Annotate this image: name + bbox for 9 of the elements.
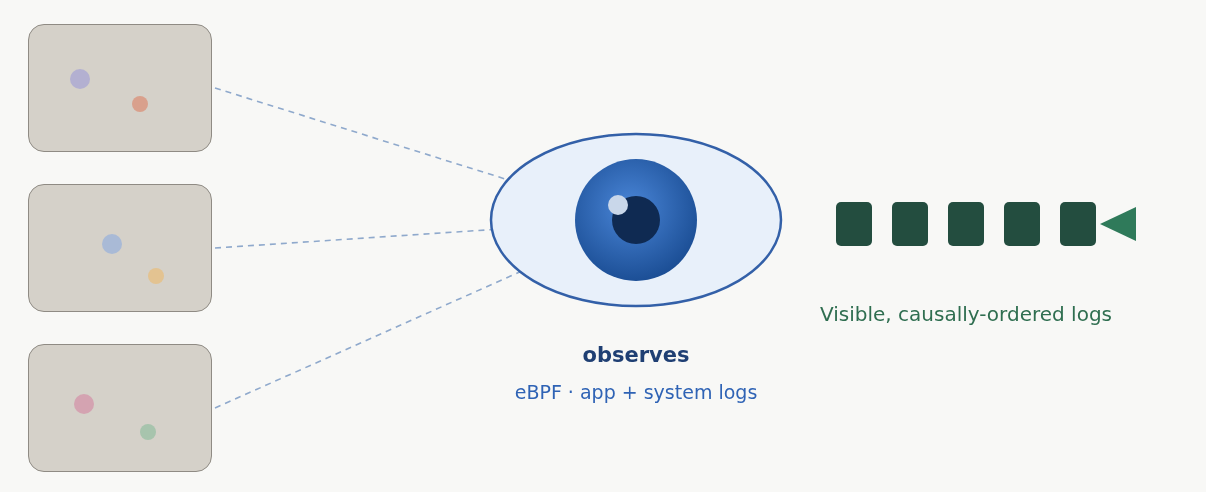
eye-drawing [489, 132, 783, 308]
container-box [28, 24, 212, 152]
container-box [28, 184, 212, 312]
connector-line [214, 228, 493, 249]
caption-title: observes [582, 343, 690, 367]
caption-subtitle: eBPF · app + system logs [514, 381, 758, 403]
connector-line [214, 270, 521, 409]
container-box [28, 344, 212, 472]
queue-caption: Visible, causally-ordered logs [820, 302, 1112, 326]
